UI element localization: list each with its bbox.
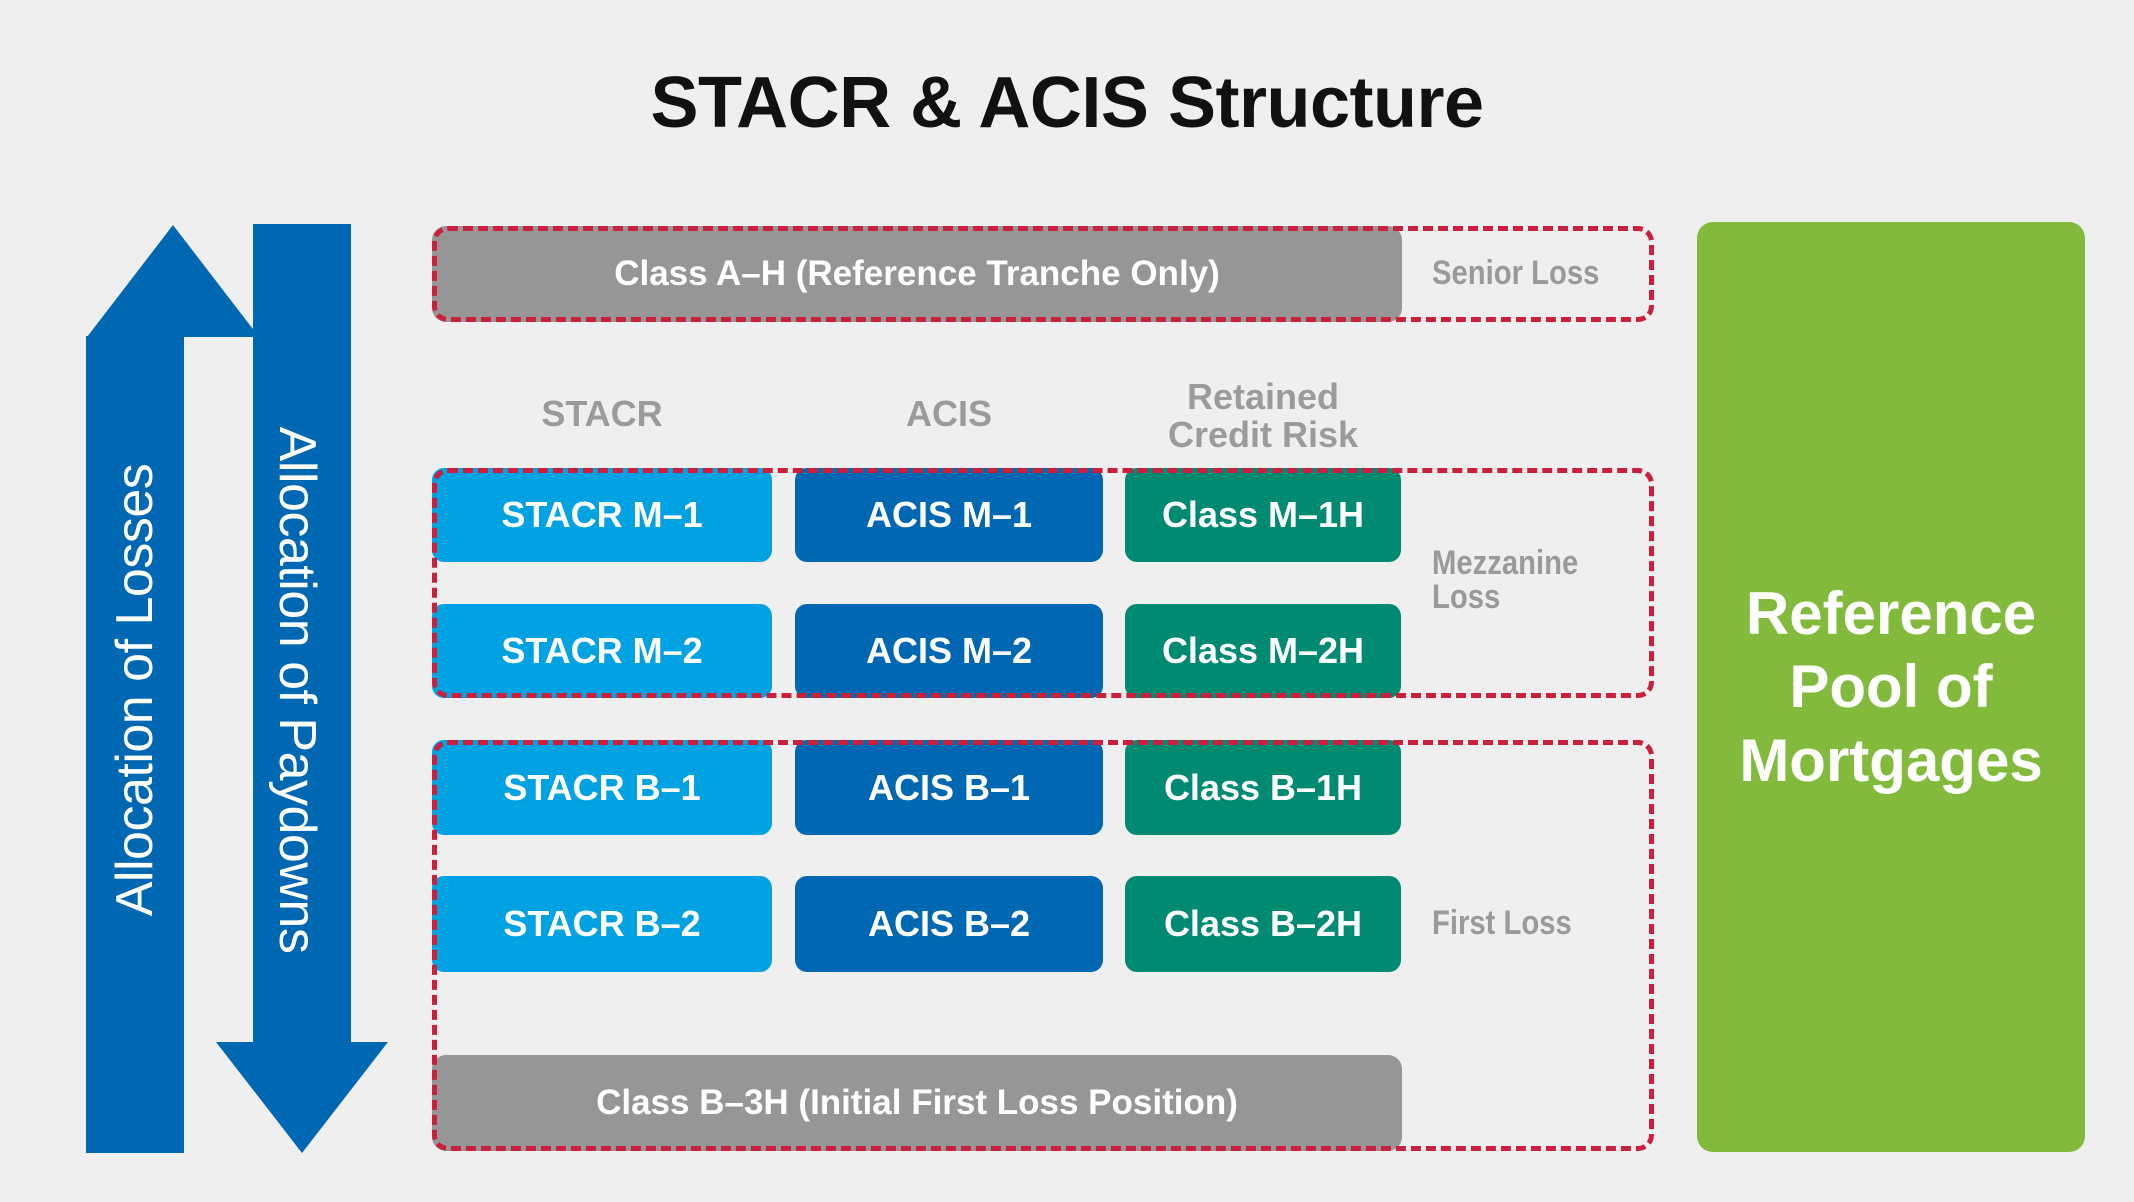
allocation-of-paydowns-label: Allocation of Paydowns — [268, 426, 326, 954]
page-title: STACR & ACIS Structure — [650, 63, 1484, 143]
class-b3h-box: Class B–3H (Initial First Loss Position) — [432, 1055, 1402, 1151]
senior-loss-dashed-frame — [432, 226, 1654, 322]
first-loss-label: First Loss — [1432, 904, 1572, 942]
class-m2h-box: Class M–2H — [1125, 604, 1401, 698]
column-header-retained-credit-risk: Retained Credit Risk — [1167, 376, 1359, 455]
reference-pool-label: Reference Pool of Mortgages — [1739, 580, 2043, 794]
allocation-arrows — [86, 224, 388, 1153]
stacr-b1-box: STACR B–1 — [432, 740, 772, 835]
acis-m2-box: ACIS M–2 — [795, 604, 1103, 698]
acis-b1-box: ACIS B–1 — [795, 740, 1103, 835]
mezzanine-loss-dashed-frame — [432, 468, 1654, 698]
class-m1h-box: Class M–1H — [1125, 468, 1401, 562]
allocation-of-losses-label: Allocation of Losses — [106, 463, 164, 917]
first-loss-dashed-frame — [432, 740, 1654, 1151]
mezzanine-loss-label: Mezzanine Loss — [1432, 544, 1579, 616]
acis-b2-box: ACIS B–2 — [795, 876, 1103, 972]
stacr-m1-box: STACR M–1 — [432, 468, 772, 562]
stacr-m2-box: STACR M–2 — [432, 604, 772, 698]
column-header-stacr: STACR — [541, 393, 663, 434]
up-arrow-icon — [86, 225, 259, 1153]
reference-pool-panel: Reference Pool of Mortgages — [1697, 222, 2085, 1152]
class-a-h-box: Class A–H (Reference Tranche Only) — [432, 226, 1402, 322]
class-b1h-box: Class B–1H — [1125, 740, 1401, 835]
class-b2h-box: Class B–2H — [1125, 876, 1401, 972]
acis-m1-box: ACIS M–1 — [795, 468, 1103, 562]
column-header-acis: ACIS — [905, 393, 992, 434]
stacr-b2-box: STACR B–2 — [432, 876, 772, 972]
senior-loss-label: Senior Loss — [1432, 254, 1600, 292]
down-arrow-icon — [216, 224, 388, 1153]
